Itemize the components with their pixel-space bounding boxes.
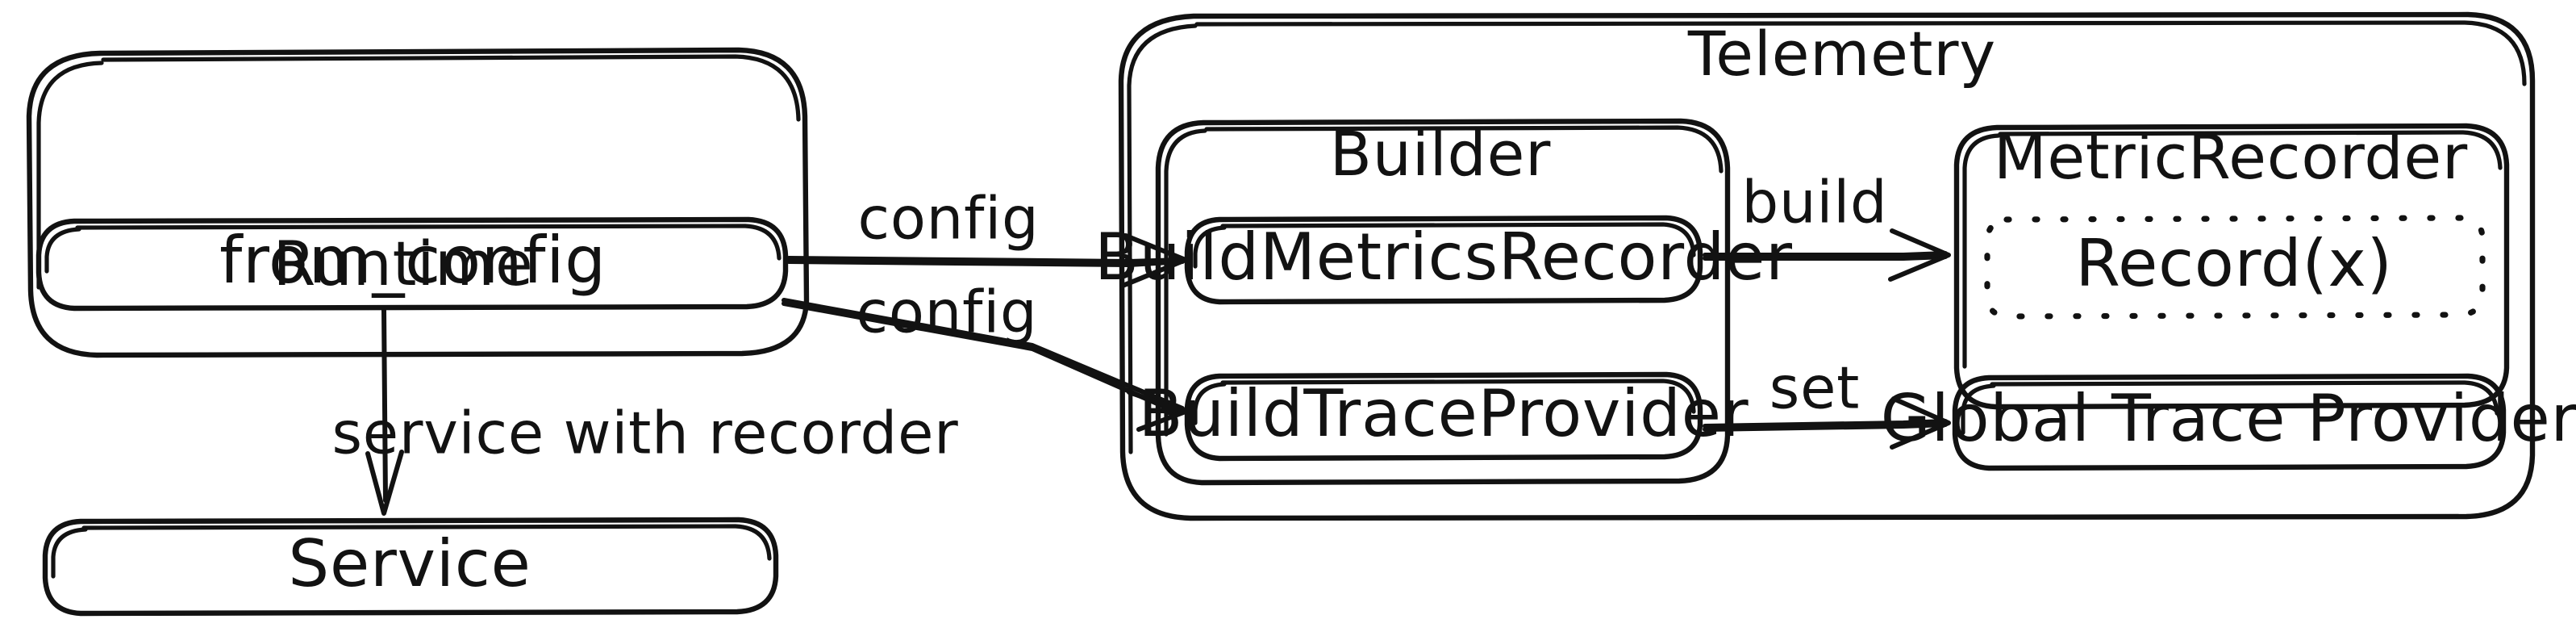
edge-config-to-trace: config — [782, 278, 1188, 432]
node-global-trace-provider[interactable]: Global Trace Provider — [1881, 373, 2576, 471]
edge-config-to-metrics-arrowhead — [1120, 233, 1188, 288]
global-trace-provider-label: Global Trace Provider — [1881, 381, 2576, 456]
telemetry-box-outline-3 — [1127, 23, 1198, 454]
edge-set: set — [1703, 354, 1951, 450]
from-config-label: from_config — [219, 223, 606, 298]
global-trace-provider-box — [1952, 373, 2507, 471]
runtime-box-outline-3 — [36, 61, 104, 290]
edge-build-arrowhead — [1888, 228, 1951, 282]
builder-box-outline — [1155, 118, 1731, 486]
group-label-metric-recorder: MetricRecorder — [1994, 121, 2468, 193]
service-box — [42, 517, 779, 617]
build-metrics-recorder-box — [1184, 215, 1703, 305]
record-x-box — [1984, 215, 2486, 320]
node-build-metrics-recorder[interactable]: BuildMetricsRecorder — [1094, 215, 1793, 305]
edge-label-build: build — [1741, 169, 1887, 236]
edge-label-config-to-metrics: config — [857, 185, 1039, 253]
builder-box-outline-2 — [1204, 125, 1724, 174]
node-build-trace-provider[interactable]: BuildTraceProvider — [1139, 371, 1749, 462]
build-metrics-recorder-label: BuildMetricsRecorder — [1094, 220, 1793, 295]
service-box-3 — [51, 527, 88, 579]
metric-recorder-box-outline-2 — [1998, 130, 2503, 170]
build-metrics-recorder-box-3 — [1193, 225, 1227, 269]
node-from-config[interactable]: from_config — [35, 216, 789, 312]
edge-service-with-recorder-arrowhead — [365, 450, 404, 516]
group-builder: Builder — [1155, 118, 1731, 486]
global-trace-provider-box-3 — [1961, 383, 1996, 435]
edge-build-line-2 — [1703, 254, 1948, 261]
build-trace-provider-box — [1184, 371, 1703, 462]
metric-recorder-box-outline-3 — [1962, 133, 2001, 369]
group-runtime: Runtime — [26, 47, 810, 358]
build-metrics-recorder-box-2 — [1220, 222, 1696, 257]
runtime-box-outline-2 — [101, 54, 801, 122]
metric-recorder-box-outline — [1953, 123, 2510, 410]
build-trace-provider-label: BuildTraceProvider — [1139, 376, 1749, 451]
edge-config-to-trace-line — [782, 298, 1185, 411]
telemetry-box-outline-2 — [1194, 20, 2527, 86]
edge-set-line-2 — [1703, 422, 1948, 432]
global-trace-provider-box-2 — [1990, 380, 2499, 416]
edge-service-with-recorder: service with recorder — [331, 308, 958, 516]
service-label: Service — [288, 526, 531, 601]
from-config-box — [35, 216, 789, 312]
edge-config-to-metrics-line-2 — [786, 259, 1185, 267]
edge-config-to-metrics: config — [786, 185, 1188, 288]
from-config-box-3 — [44, 227, 81, 274]
node-record-x[interactable]: Record(x) — [1984, 215, 2486, 320]
group-label-runtime: Runtime — [273, 228, 533, 299]
build-trace-provider-box-2 — [1220, 379, 1696, 414]
from-config-box-2 — [75, 224, 782, 261]
group-metric-recorder: MetricRecorder — [1953, 121, 2510, 410]
edge-service-with-recorder-line — [381, 308, 388, 503]
group-telemetry: Telemetry — [1118, 11, 2536, 521]
build-trace-provider-box-3 — [1193, 382, 1227, 425]
node-service[interactable]: Service — [42, 517, 779, 617]
telemetry-box-outline — [1118, 11, 2536, 521]
record-x-label: Record(x) — [2075, 226, 2392, 301]
edge-config-to-trace-arrowhead — [1127, 390, 1188, 432]
edge-label-set: set — [1769, 354, 1860, 422]
group-label-telemetry: Telemetry — [1687, 18, 1996, 90]
service-box-2 — [81, 524, 772, 561]
builder-box-outline-3 — [1164, 128, 1207, 437]
edge-build-line — [1703, 251, 1948, 257]
edge-set-arrowhead — [1890, 396, 1951, 450]
edge-label-config-to-trace: config — [856, 278, 1037, 346]
edge-label-service-with-recorder: service with recorder — [331, 400, 958, 467]
edge-build: build — [1703, 169, 1951, 282]
edge-set-line — [1703, 419, 1948, 429]
runtime-box-outline — [26, 47, 810, 358]
group-label-builder: Builder — [1330, 118, 1551, 190]
